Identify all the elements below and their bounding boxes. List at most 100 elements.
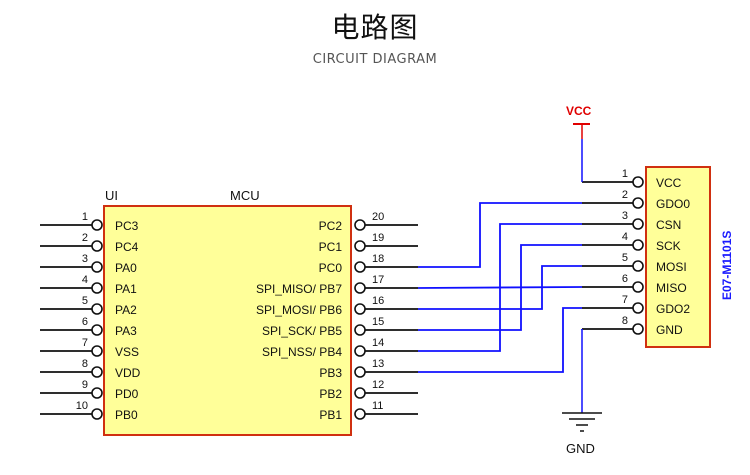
mcu-label-ui: UI (105, 188, 118, 203)
pin-number: 8 (82, 358, 88, 370)
pin-terminal (632, 323, 644, 335)
pin-terminal (354, 324, 366, 336)
pin-terminal (354, 387, 366, 399)
pin-number: 19 (372, 232, 384, 244)
pin-terminal (354, 366, 366, 378)
pin-name: SPI_NSS/ PB4 (262, 345, 342, 359)
mcu-left-pins: 1PC32PC43PA04PA15PA26PA37VSS8VDD9PD010PB… (40, 211, 141, 422)
pin-number: 9 (82, 379, 88, 391)
pin-name: PC4 (115, 240, 139, 254)
pin-terminal (632, 197, 644, 209)
pin-name: PA0 (115, 261, 137, 275)
pin-number: 2 (622, 189, 628, 201)
gnd-label: GND (566, 441, 595, 456)
pin-name: SPI_SCK/ PB5 (262, 324, 342, 338)
pin-number: 5 (82, 295, 88, 307)
pin-name: MISO (656, 281, 687, 295)
pin-number: 6 (82, 316, 88, 328)
pin-terminal (632, 281, 644, 293)
pin-number: 4 (82, 274, 88, 286)
pin-name: PC0 (319, 261, 343, 275)
pin-name: VSS (115, 345, 139, 359)
pin-name: MOSI (656, 260, 687, 274)
pin-number: 16 (372, 295, 384, 307)
pin-terminal (632, 218, 644, 230)
pin-terminal (354, 282, 366, 294)
module-body (645, 166, 711, 348)
pin-number: 2 (82, 232, 88, 244)
pin-number: 14 (372, 337, 384, 349)
pin-name: VDD (115, 366, 141, 380)
pin-terminal (354, 345, 366, 357)
pin-number: 7 (622, 294, 628, 306)
mcu-label-mcu: MCU (230, 188, 260, 203)
pin-name: PA1 (115, 282, 137, 296)
pin-terminal (632, 260, 644, 272)
pin-terminal (632, 176, 644, 188)
pin-name: CSN (656, 218, 681, 232)
pin-number: 17 (372, 274, 384, 286)
pin-name: GND (656, 323, 683, 337)
pin-terminal (354, 303, 366, 315)
pin-number: 15 (372, 316, 384, 328)
pin-number: 18 (372, 253, 384, 265)
pin-terminal (91, 240, 103, 252)
pin-terminal (354, 240, 366, 252)
pin-terminal (632, 239, 644, 251)
pin-name: PB0 (115, 408, 138, 422)
pin-terminal (91, 408, 103, 420)
pin-number: 13 (372, 358, 384, 370)
pin-terminal (91, 387, 103, 399)
page-title: 电路图 (331, 11, 419, 44)
pin-name: PA2 (115, 303, 137, 317)
pin-terminal (91, 282, 103, 294)
pin-number: 5 (622, 252, 628, 264)
pin-name: PB1 (319, 408, 342, 422)
pin-number: 7 (82, 337, 88, 349)
pin-name: SPI_MISO/ PB7 (256, 282, 342, 296)
pin-number: 10 (76, 400, 88, 412)
pin-number: 1 (82, 211, 88, 223)
pin-name: VCC (656, 176, 682, 190)
pin-terminal (91, 219, 103, 231)
pin-name: PC2 (319, 219, 343, 233)
pin-number: 3 (82, 253, 88, 265)
wire-pb3-to-gdo2 (418, 307, 582, 373)
pin-name: PD0 (115, 387, 139, 401)
module-name: E07-M1101S (720, 231, 734, 300)
pin-number: 11 (372, 400, 383, 412)
pin-name: GDO0 (656, 197, 690, 211)
wire-pb5-to-sck (418, 244, 582, 331)
pin-number: 12 (372, 379, 384, 391)
wire-pb4-to-csn (418, 223, 582, 352)
pin-number: 6 (622, 273, 628, 285)
pin-name: SPI_MOSI/ PB6 (256, 303, 342, 317)
pin-terminal (632, 302, 644, 314)
signal-wires (417, 202, 583, 373)
wire-pc0-to-gdo0 (418, 202, 582, 268)
pin-terminal (354, 261, 366, 273)
pin-name: GDO2 (656, 302, 690, 316)
pin-terminal (91, 303, 103, 315)
pin-name: PC3 (115, 219, 139, 233)
wire-pb6-to-mosi (418, 265, 582, 310)
pin-name: PB2 (319, 387, 342, 401)
pin-terminal (91, 366, 103, 378)
